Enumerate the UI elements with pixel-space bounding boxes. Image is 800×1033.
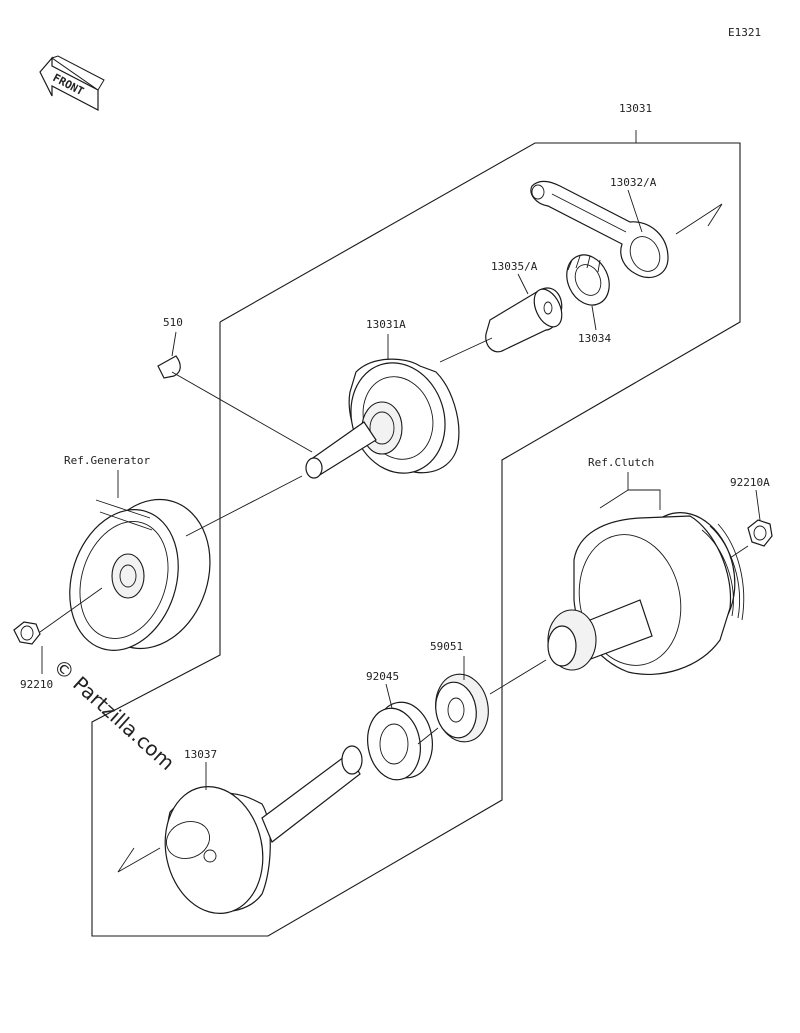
label-ref-generator: Ref.Generator: [64, 454, 150, 467]
woodruff-key: [157, 355, 181, 379]
leader-lines: [39, 130, 761, 790]
generator-rotor: [69, 498, 211, 651]
label-59051: 59051: [430, 640, 463, 653]
label-92045: 92045: [366, 670, 399, 683]
crankshaft-gear: [435, 673, 489, 743]
crankshaft-assembly-frame: [91, 142, 741, 937]
label-13037: 13037: [184, 748, 217, 761]
clutch-drive-gear: [547, 609, 597, 671]
diagram-code: E1321: [728, 26, 761, 39]
partzilla-watermark: © Partzilla.com: [49, 654, 180, 775]
label-13031A: 13031A: [366, 318, 406, 331]
label-13034: 13034: [578, 332, 611, 345]
label-92210A: 92210A: [730, 476, 770, 489]
label-510: 510: [163, 316, 183, 329]
crankshaft-half-left: [305, 358, 460, 479]
crank-pin: [485, 287, 563, 353]
label-13031: 13031: [619, 102, 652, 115]
label-13032A: 13032/A: [610, 176, 657, 189]
needle-bearing: [566, 254, 610, 306]
label-92210: 92210: [20, 678, 53, 691]
nut-92210: [13, 621, 41, 645]
crankshaft-half-right: [117, 745, 363, 914]
connecting-rod: [530, 180, 723, 279]
ball-bearing: [367, 701, 433, 781]
nut-92210A: [747, 519, 773, 547]
label-ref-clutch: Ref.Clutch: [588, 456, 654, 469]
label-13035A: 13035/A: [491, 260, 538, 273]
front-arrow-icon: FRONT: [39, 55, 105, 111]
